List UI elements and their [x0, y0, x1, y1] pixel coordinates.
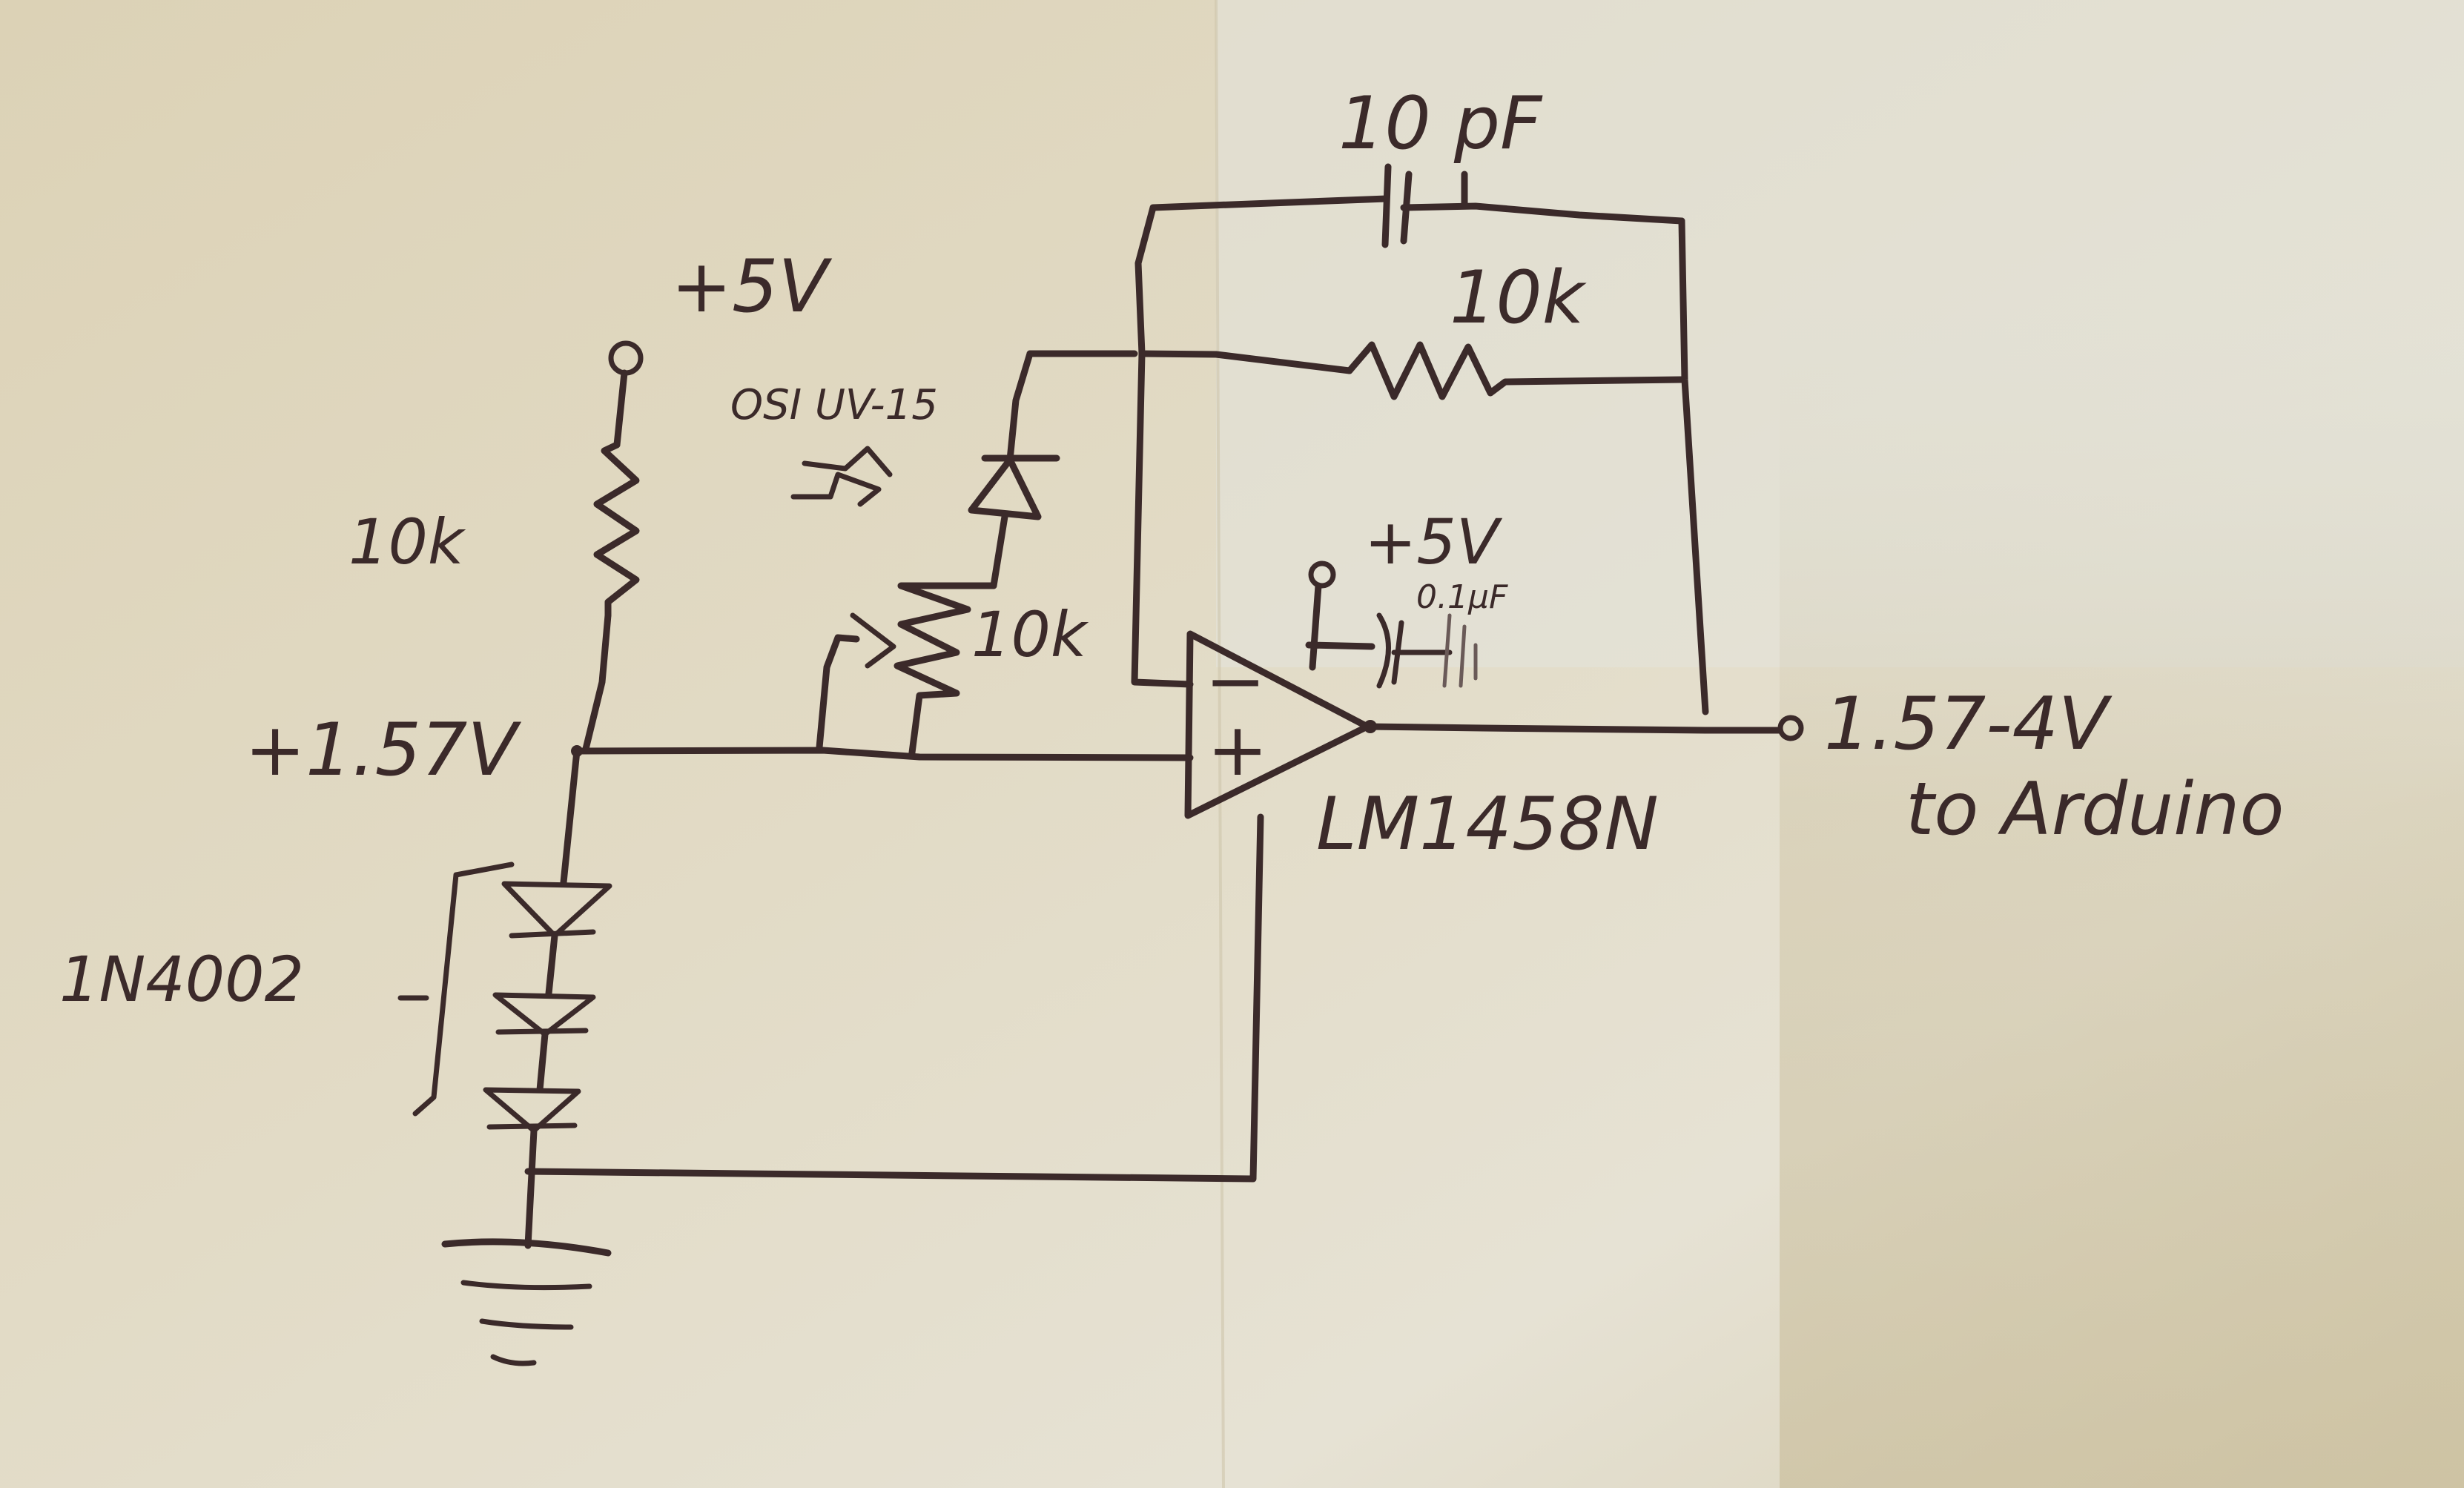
wire-photodiode-top: [1006, 350, 1034, 463]
wire-cap-right: [1400, 202, 1685, 225]
wire-diode2-to-diode3: [536, 1031, 549, 1094]
wire-feedback-inner-left: [1131, 350, 1194, 688]
diode-string-label: 1N4002: [59, 943, 304, 1016]
pot-wiper: [816, 612, 896, 751]
wire-decoupling: [1305, 641, 1375, 650]
opamp-supply-label: +5V: [1364, 506, 1503, 578]
wire-opamp-supply: [1309, 582, 1322, 671]
wire-ground-return: [524, 813, 1264, 1183]
paper-shadow-region: [1780, 245, 2464, 1488]
light-arrows-icon: [790, 446, 893, 507]
pot-label: 10k: [971, 598, 1089, 671]
decoupling-capacitor: [1376, 612, 1453, 689]
wire-cap-left: [1134, 195, 1390, 357]
wire-feedback-right: [1678, 217, 1709, 715]
bias-node-label: +1.57V: [245, 708, 521, 793]
feedback-resistor: [1346, 341, 1685, 400]
wire-photodiode-to-pot: [990, 513, 1008, 589]
ground-icon: [441, 1238, 612, 1366]
wire-diodes-to-ground: [524, 1127, 538, 1249]
wire-node-to-plus-input: [573, 747, 1194, 761]
wire-supply-to-resistor: [613, 369, 628, 449]
supply-top-label: +5V: [671, 245, 832, 329]
bias-resistor: [593, 441, 640, 619]
wire-output: [1364, 723, 1783, 734]
opamp-minus-label: −: [1205, 639, 1266, 724]
wire-resistor-left: [1138, 350, 1353, 374]
feedback-cap-label: 10 pF: [1338, 82, 1543, 166]
diode-string-bracket: [397, 862, 515, 1117]
opamp-supply-terminal: [1308, 561, 1336, 589]
diode-2: [492, 992, 596, 1037]
decoupling-cap-label: 0.1µF: [1416, 578, 1508, 616]
output-terminal: [1777, 715, 1804, 741]
decoupling-ground-icon: [1442, 613, 1478, 688]
wire-node-to-diodes: [560, 747, 581, 886]
opamp-part-label: LM1458N: [1316, 782, 1659, 867]
feedback-resistor-label: 10k: [1450, 256, 1587, 340]
wire-diode1-to-diode2: [545, 932, 558, 997]
opamp-plus-label: +: [1207, 708, 1268, 793]
output-destination-label: to Arduino: [1906, 767, 2284, 852]
output-range-label: 1.57-4V: [1824, 682, 2113, 767]
photodiode-label: OSI UV-15: [730, 381, 938, 429]
opamp-icon: [1184, 630, 1371, 819]
output-node-dot: [1364, 720, 1377, 733]
photodiode-icon: [968, 454, 1060, 520]
bias-resistor-label: 10k: [349, 506, 466, 578]
potentiometer: [894, 582, 997, 756]
wire-resistor-to-node: [582, 612, 612, 753]
diode-3: [483, 1087, 581, 1134]
paper-fold: [1215, 0, 1225, 1488]
